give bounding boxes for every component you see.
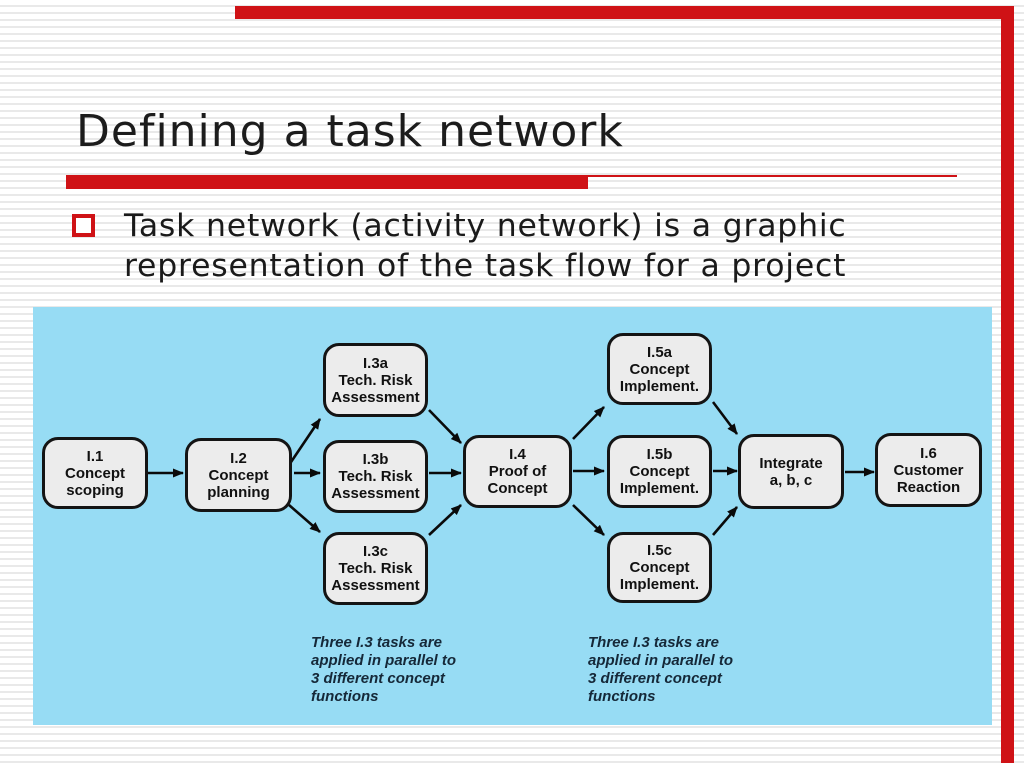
arrow-i4-i5c	[572, 504, 605, 536]
task-node-label: Concept	[208, 466, 269, 484]
task-node-label: Concept	[629, 463, 690, 480]
task-node-label: Assessment	[331, 485, 420, 502]
task-node-label: scoping	[66, 481, 124, 499]
task-node-label: Assessment	[331, 577, 420, 594]
arrow-i2-i3a	[287, 418, 322, 466]
task-node-label: Reaction	[896, 478, 961, 496]
annotation-line: Three I.3 tasks are	[588, 634, 719, 651]
arrow-i5c-int	[712, 506, 738, 536]
annotation-line: functions	[588, 688, 656, 705]
task-node-label: Assessment	[331, 388, 420, 406]
task-node-label: I.6	[920, 444, 937, 462]
annotation-line: Three I.3 tasks are	[311, 634, 442, 651]
arrow-i3c-i4	[428, 504, 462, 536]
task-node-label: I.4	[509, 446, 526, 463]
bullet-text-line-1: Task network (activity network) is a gra…	[124, 208, 847, 244]
annotation-line: applied in parallel to	[588, 652, 734, 669]
task-node-label: Concept	[629, 559, 690, 576]
task-node-label: Implement.	[619, 377, 700, 395]
task-node-label: I.5a	[646, 343, 673, 361]
task-node-label: Tech. Risk	[338, 371, 413, 389]
title-underline-thick	[66, 175, 588, 189]
diagram-arrows	[148, 401, 875, 536]
bullet-text-line-2: representation of the task flow for a pr…	[124, 248, 847, 284]
task-node-label: I.3a	[362, 354, 389, 372]
annotation-line: applied in parallel to	[311, 652, 457, 669]
task-node-label: Concept	[65, 464, 125, 482]
task-node-label: Proof of	[488, 463, 547, 480]
arrow-i2-i3c	[288, 504, 321, 533]
task-node-label: Tech. Risk	[338, 468, 413, 485]
arrow-i3a-i4	[428, 409, 462, 444]
task-node-label: I.2	[230, 449, 247, 467]
task-node-label: Concept	[487, 480, 548, 497]
task-node-label: planning	[207, 483, 270, 501]
task-node-label: I.1	[86, 447, 104, 465]
task-node-label: I.3c	[362, 543, 389, 560]
task-node-label: a, b, c	[769, 471, 813, 489]
task-node-label: Implement.	[619, 480, 700, 497]
bullet-square-icon	[72, 214, 95, 237]
top-accent-bar	[235, 6, 1014, 19]
task-node-label: Integrate	[759, 454, 823, 472]
task-node-label: I.5c	[646, 542, 673, 559]
right-accent-bar	[1001, 6, 1014, 763]
task-node-label: Customer	[893, 461, 964, 479]
arrow-i4-i5a	[572, 406, 605, 440]
task-node-label: Concept	[629, 360, 690, 378]
annotation-line: functions	[311, 688, 379, 705]
annotation-line: 3 different concept	[311, 670, 445, 687]
task-node-label: Implement.	[619, 576, 700, 593]
task-node-label: Tech. Risk	[338, 560, 413, 577]
bullet-text: Task network (activity network) is a gra…	[124, 206, 984, 286]
task-node-label: I.5b	[646, 446, 673, 463]
task-node-label: I.3b	[362, 451, 389, 468]
arrow-i5a-int	[711, 401, 739, 435]
annotation-line: 3 different concept	[588, 670, 722, 687]
page-title: Defining a task network	[76, 106, 624, 157]
